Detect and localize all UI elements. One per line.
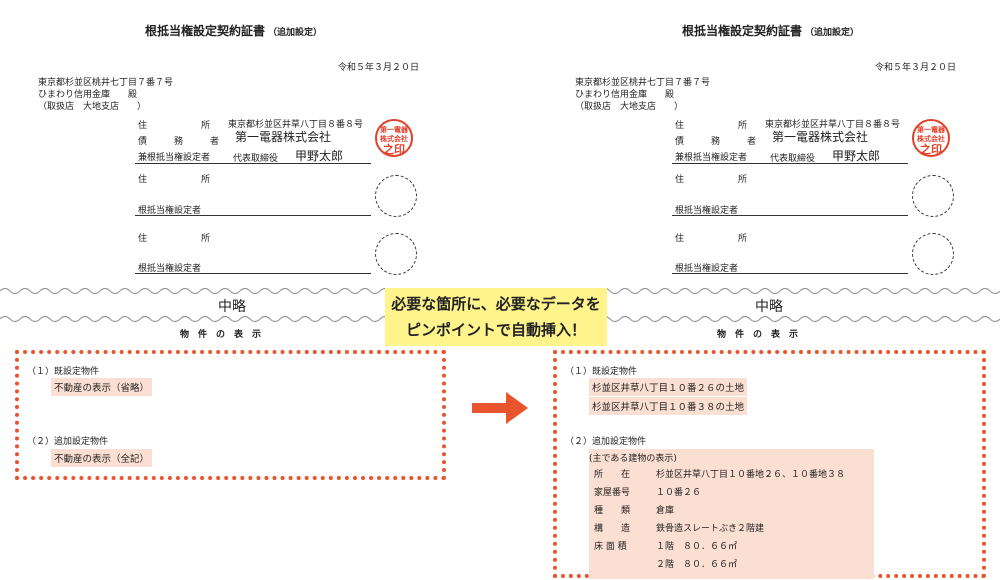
building-field-value: １階 ８０．６６㎡: [656, 542, 738, 552]
company-name: 第一電器株式会社: [235, 130, 332, 144]
seal-text: 株式会社: [380, 135, 408, 143]
building-field-value: 鉄骨造スレートぶき２階建: [656, 524, 765, 534]
property-heading: 物 件 の 表 示: [717, 330, 799, 340]
building-details: (主である建物の表示) 所 在 杉並区井草八丁目１０番地２６、１０番地３８ 家屋番号 １…: [589, 449, 874, 579]
callout-banner: 必要な箇所に、必要なデータを ピンポイントで自動挿入！: [385, 288, 607, 346]
seal-text: 之印: [383, 143, 405, 156]
building-field-value: ２階 ８０．６６㎡: [656, 560, 738, 570]
doc-title-sub: （追加設定）: [805, 28, 860, 38]
existing-property-item: 不動産の表示（省略）: [51, 378, 153, 396]
seal-placeholder: [912, 233, 954, 275]
signature-line: [672, 163, 908, 164]
debtor-address: 東京都杉並区井草八丁目８番８号: [765, 120, 901, 130]
label-address: 住 所: [138, 234, 211, 244]
callout-line-2: ピンポイントで自動挿入！: [405, 321, 586, 339]
seal-text: 第一電器: [917, 126, 945, 134]
building-field-value: 倉庫: [656, 506, 675, 516]
rep-title: 代表取締役: [233, 154, 279, 164]
building-field-label: 種 類: [594, 506, 631, 516]
contract-date: 令和５年３月２０日: [338, 63, 420, 73]
label-debtor: 債 務 者: [675, 137, 757, 147]
signature-line: [135, 163, 371, 164]
signature-line: [135, 215, 371, 216]
addressee-line: （取扱店 大地支店 ）: [575, 102, 684, 112]
seal-placeholder: [912, 175, 954, 217]
existing-property-item: 杉並区井草八丁目１０番３８の土地: [589, 397, 748, 415]
property-box: （１）既設定物件杉並区井草八丁目１０番２６の土地杉並区井草八丁目１０番３８の土地…: [553, 350, 986, 579]
company-seal: 第一電器株式会社之印: [375, 119, 413, 157]
section-added: （２）追加設定物件: [565, 437, 647, 447]
company-name: 第一電器株式会社: [772, 130, 869, 144]
rep-name: 甲野太郎: [832, 149, 881, 163]
signature-line: [672, 273, 908, 274]
section-added: （２）追加設定物件: [27, 437, 109, 447]
label-setter: 根抵当権設定者: [138, 206, 202, 216]
company-seal: 第一電器株式会社之印: [912, 119, 950, 157]
addressee-line: 東京都杉並区桃井七丁目７番７号: [38, 78, 174, 88]
property-heading: 物 件 の 表 示: [180, 330, 262, 340]
section-existing: （１）既設定物件: [565, 367, 638, 377]
building-field-label: 構 造: [594, 524, 631, 534]
label-setter: 根抵当権設定者: [675, 264, 739, 274]
doc-title: 根抵当権設定契約証書: [682, 24, 803, 38]
label-address: 住 所: [138, 175, 211, 185]
building-field-label: 床 面 積: [594, 542, 627, 552]
building-field-label: 家屋番号: [594, 488, 631, 498]
doc-title-sub: （追加設定）: [268, 28, 323, 38]
rep-name: 甲野太郎: [295, 149, 344, 163]
label-setter: 根抵当権設定者: [675, 206, 739, 216]
doc-title: 根抵当権設定契約証書: [145, 24, 266, 38]
property-box: （１）既設定物件不動産の表示（省略） （２）追加設定物件不動産の表示（全記）: [15, 350, 446, 480]
building-heading: (主である建物の表示): [589, 454, 677, 464]
callout-line-1: 必要な箇所に、必要なデータを: [391, 295, 601, 313]
label-debtor: 債 務 者: [138, 137, 220, 147]
label-address: 住 所: [675, 234, 748, 244]
section-existing: （１）既設定物件: [27, 367, 100, 377]
label-address: 住 所: [675, 175, 748, 185]
document-after: 根抵当権設定契約証書（追加設定） 令和５年３月２０日東京都杉並区桃井七丁目７番７号…: [537, 0, 997, 580]
debtor-address: 東京都杉並区井草八丁目８番８号: [228, 120, 364, 130]
building-field-value: 杉並区井草八丁目１０番地２６、１０番地３８: [656, 470, 846, 480]
label-address: 住 所: [138, 121, 211, 131]
label-setter: 根抵当権設定者: [138, 264, 202, 274]
addressee-line: 東京都杉並区桃井七丁目７番７号: [575, 78, 711, 88]
seal-text: 株式会社: [917, 135, 945, 143]
building-field-label: 所 在: [594, 470, 631, 480]
contract-date: 令和５年３月２０日: [875, 63, 957, 73]
existing-property-item: 杉並区井草八丁目１０番２６の土地: [589, 378, 748, 396]
addressee-line: ひまわり信用金庫 殿: [575, 90, 675, 100]
rep-title: 代表取締役: [770, 154, 816, 164]
seal-placeholder: [375, 233, 417, 275]
addressee-line: （取扱店 大地支店 ）: [38, 102, 147, 112]
arrow-right-icon: [472, 392, 528, 424]
building-field-value: １０番２６: [656, 488, 702, 498]
label-debtor-setter: 兼根抵当権設定者: [675, 153, 748, 163]
signature-line: [135, 273, 371, 274]
addressee-line: ひまわり信用金庫 殿: [38, 90, 138, 100]
seal-text: 第一電器: [380, 126, 408, 134]
seal-text: 之印: [920, 143, 942, 156]
seal-placeholder: [375, 175, 417, 217]
signature-line: [672, 215, 908, 216]
document-before: 根抵当権設定契約証書（追加設定） 令和５年３月２０日東京都杉並区桃井七丁目７番７号…: [0, 0, 460, 580]
omitted-label: 中略: [215, 296, 249, 316]
added-property-item: 不動産の表示（全記）: [51, 449, 153, 467]
label-debtor-setter: 兼根抵当権設定者: [138, 153, 211, 163]
omitted-label: 中略: [752, 296, 786, 316]
label-address: 住 所: [675, 121, 748, 131]
